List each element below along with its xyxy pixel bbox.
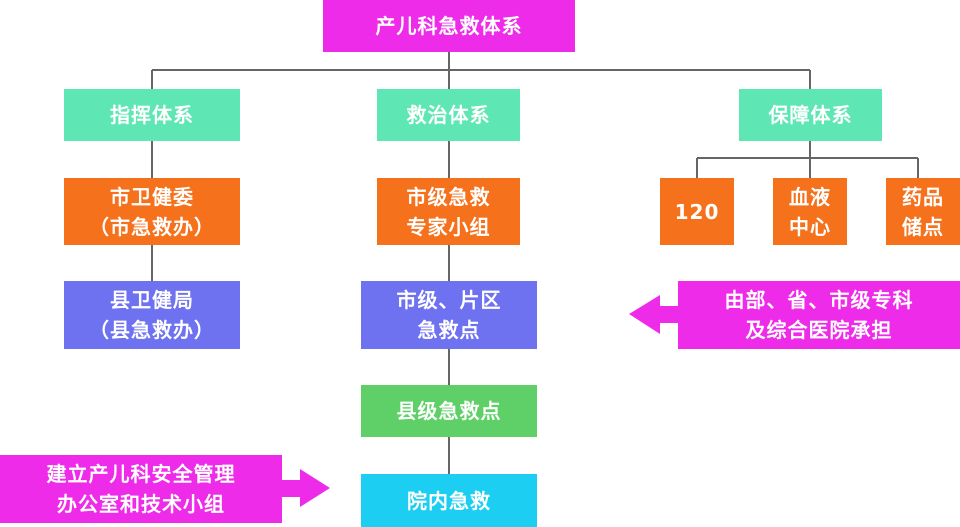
node-medicine-storage: 药品 储点 bbox=[886, 178, 960, 245]
hospital-note-arrow bbox=[270, 469, 330, 507]
hospital-note: 建立产儿科安全管理 办公室和技术小组 bbox=[0, 455, 282, 523]
branch-support: 保障体系 bbox=[739, 89, 882, 141]
node-120: 120 bbox=[660, 178, 734, 245]
node-city-district-rescue-point: 市级、片区 急救点 bbox=[361, 281, 537, 349]
node-hospital-rescue: 院内急救 bbox=[361, 474, 537, 527]
branch-rescue: 救治体系 bbox=[377, 89, 520, 141]
node-county-rescue-point: 县级急救点 bbox=[361, 385, 537, 437]
node-city-expert-group: 市级急救 专家小组 bbox=[377, 178, 520, 245]
node-county-health-bureau: 县卫健局 （县急救办） bbox=[64, 281, 240, 349]
node-blood-center: 血液 中心 bbox=[773, 178, 847, 245]
support-note-arrow bbox=[629, 295, 690, 334]
root-node: 产儿科急救体系 bbox=[323, 0, 575, 52]
node-city-health-commission: 市卫健委 （市急救办） bbox=[64, 178, 240, 245]
support-note: 由部、省、市级专科 及综合医院承担 bbox=[678, 281, 960, 349]
branch-command: 指挥体系 bbox=[64, 89, 240, 141]
